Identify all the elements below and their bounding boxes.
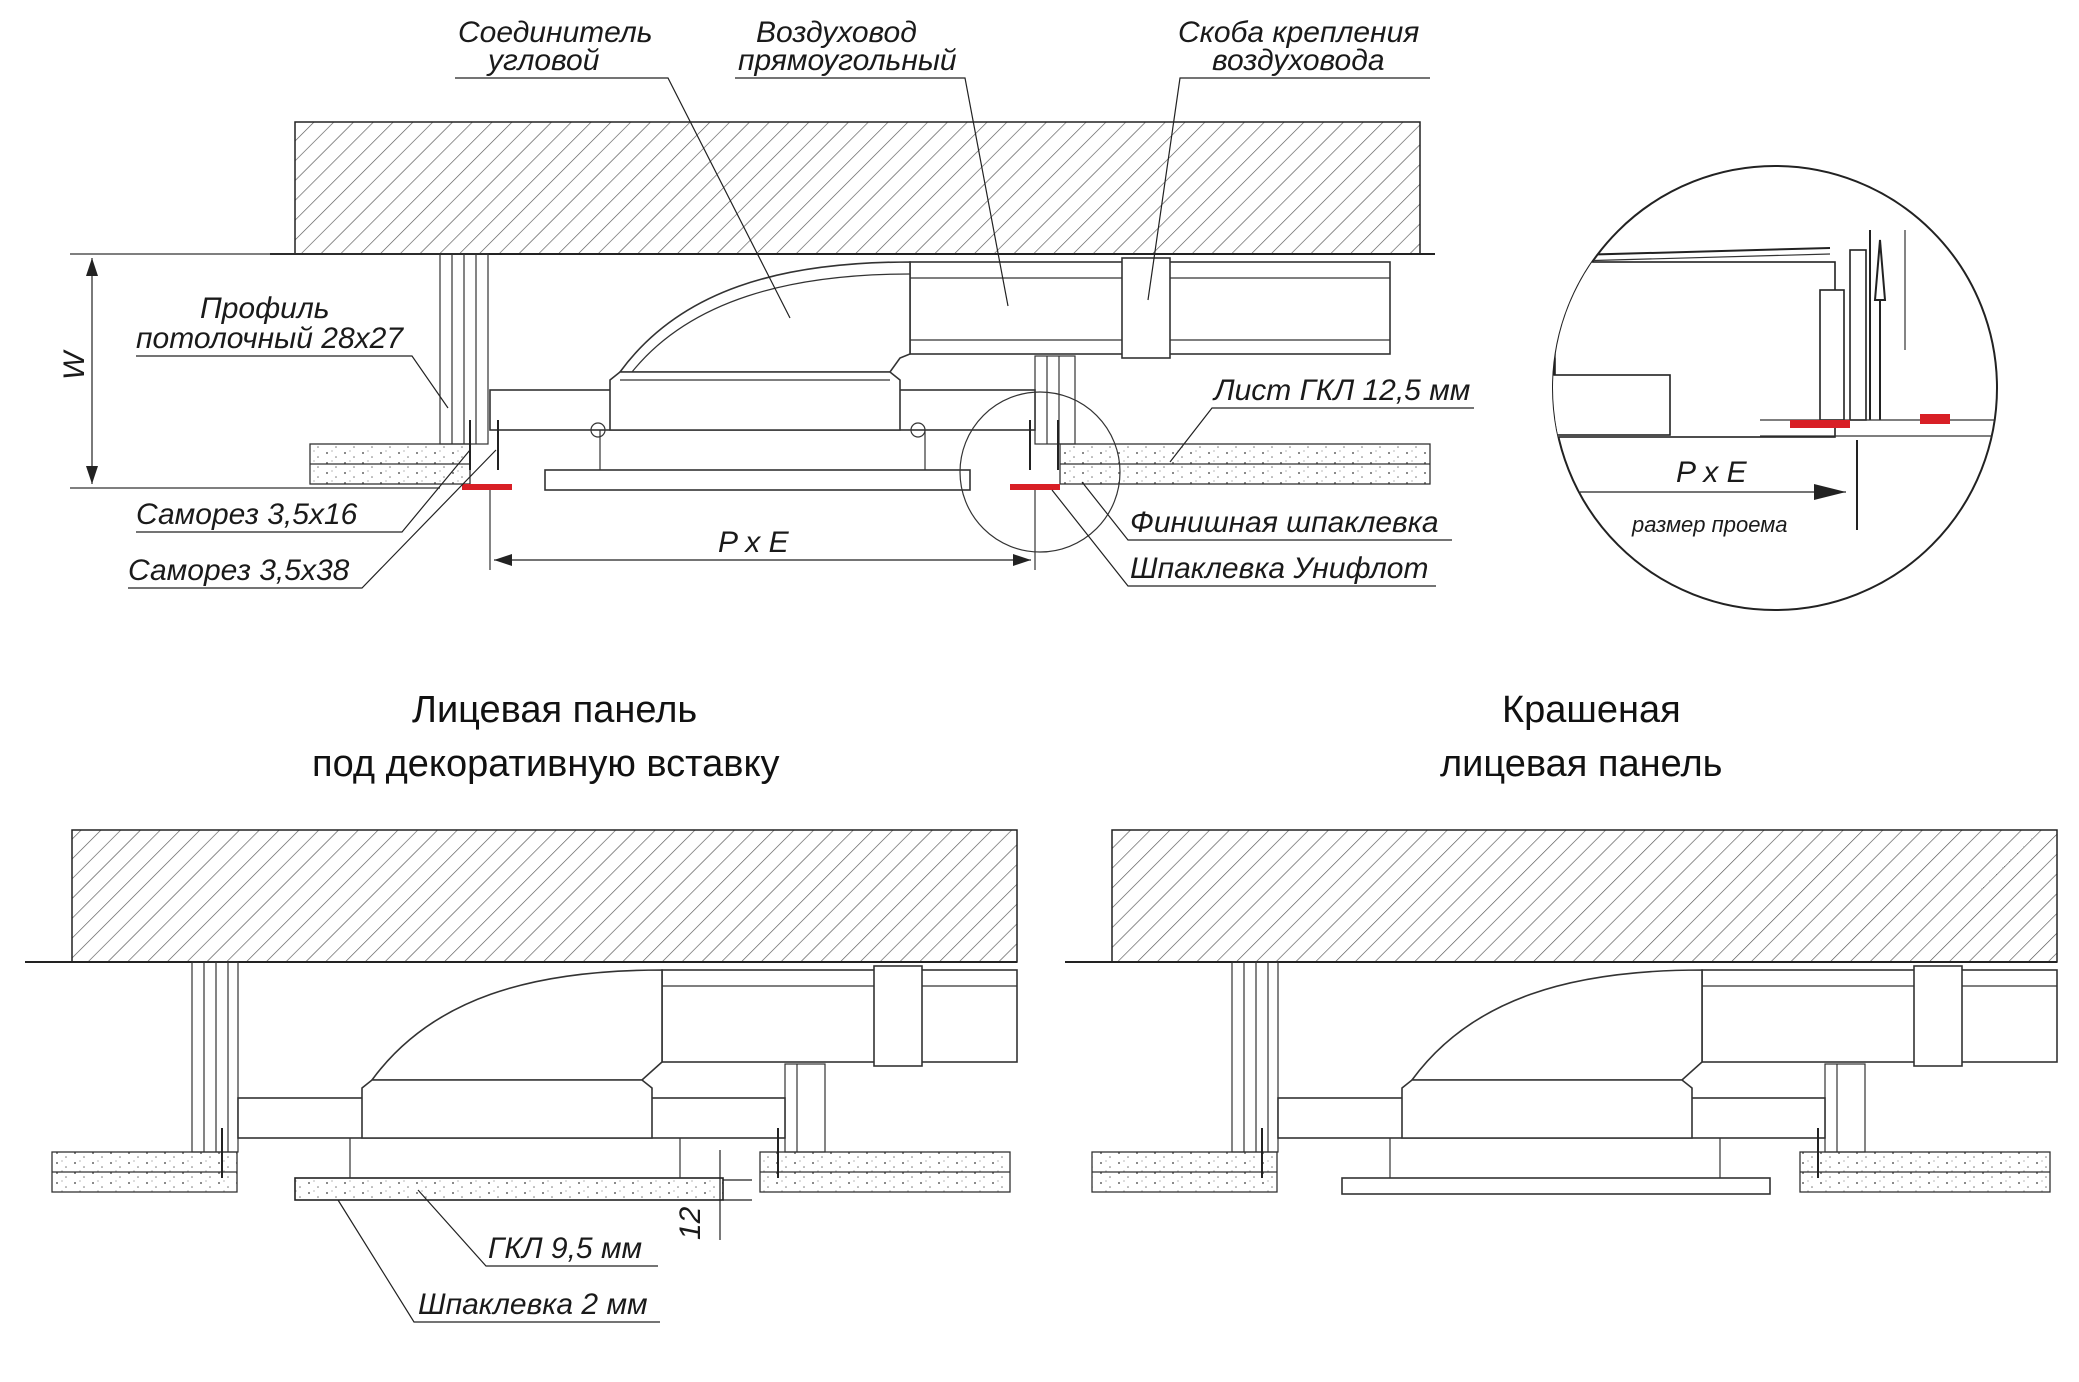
uniflot-sealant-right [1010, 484, 1060, 490]
label-duct-line2: прямоугольный [738, 44, 957, 77]
label-putty-2mm: Шпаклевка 2 мм [418, 1288, 648, 1321]
span-dimension [489, 490, 1036, 570]
bottom-left-title-line2: под декоративную вставку [312, 743, 780, 785]
plenum-box [489, 371, 1036, 431]
bottom-left-drawing [25, 829, 1018, 1240]
painted-face-panel [1341, 1177, 1771, 1195]
bottom-left-dim-label: 12 [674, 1206, 707, 1240]
label-duct-line1: Воздуховод [756, 16, 917, 49]
label-finish-putty: Финишная шпаклевка [1130, 506, 1439, 539]
bottom-right-title-line2: лицевая панель [1440, 743, 1722, 785]
label-connector-line1: Соединитель [458, 16, 653, 49]
height-label: W [58, 349, 91, 380]
label-profile-line1: Профиль [200, 292, 330, 325]
detail-span-label: P x E [1676, 456, 1748, 489]
decorative-insert-panel [294, 1177, 724, 1201]
detail-sealant [1790, 420, 1850, 428]
gkl-board [309, 443, 1431, 485]
label-screw-16: Саморез 3,5х16 [136, 498, 358, 531]
ceiling-slab [294, 121, 1421, 255]
label-gkl-95: ГКЛ 9,5 мм [488, 1232, 642, 1265]
rectangular-duct [909, 257, 1391, 359]
height-dimension [70, 253, 440, 489]
ceiling-profile-right [1034, 355, 1076, 445]
bottom-right-title-line1: Крашеная [1502, 689, 1681, 731]
detail-caption: размер проема [1631, 512, 1788, 537]
span-label: P x E [718, 526, 790, 559]
top-section-drawing: W P x E Соединитель угловой Воздуховод п… [58, 16, 1474, 589]
label-connector-line2: угловой [486, 44, 600, 77]
bottom-right-drawing [1065, 829, 2058, 1195]
label-uniflot: Шпаклевка Унифлот [1130, 552, 1428, 585]
label-screw-38: Саморез 3,5х38 [128, 554, 350, 587]
bottom-left-title-line1: Лицевая панель [412, 689, 697, 731]
label-bracket-line2: воздуховода [1212, 44, 1385, 77]
label-bracket-line1: Скоба крепления [1178, 16, 1419, 49]
label-gkl: Лист ГКЛ 12,5 мм [1212, 374, 1470, 407]
face-panel [544, 430, 971, 491]
label-profile-line2: потолочный 28x27 [136, 322, 404, 355]
screws [469, 420, 1059, 470]
uniflot-sealant-left [462, 484, 512, 490]
detail-marker [959, 391, 1121, 553]
detail-view: P x E размер проема [1552, 165, 1998, 611]
corner-connector [618, 261, 911, 373]
ceiling-profile-left [439, 253, 489, 445]
